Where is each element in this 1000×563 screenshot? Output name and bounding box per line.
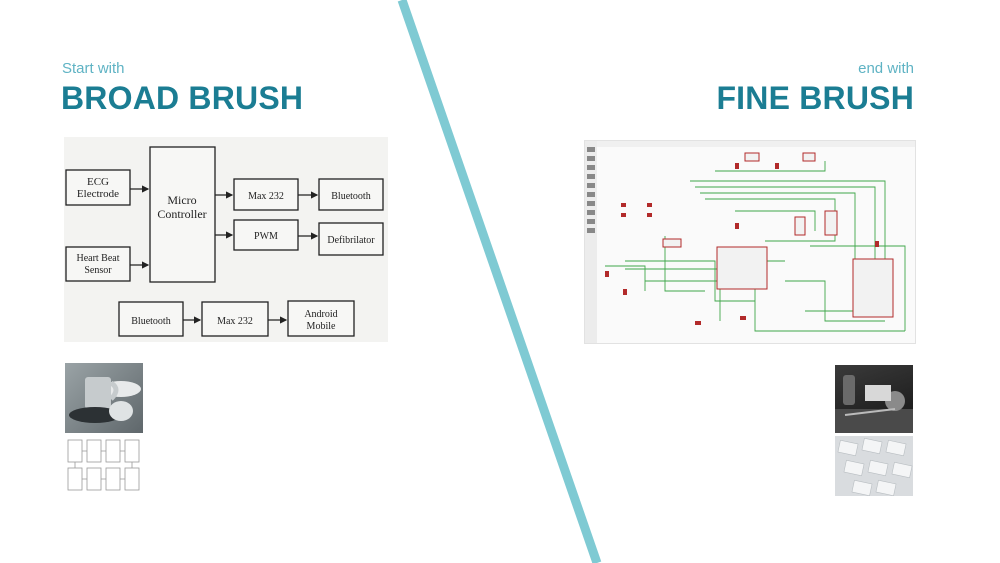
bluetooth-bottom-block — [118, 301, 184, 337]
heart-beat-block — [65, 246, 131, 282]
ecg-block — [65, 169, 131, 206]
headline-right: FINE BRUSH — [716, 80, 914, 116]
pwm-label: PWM — [254, 231, 278, 242]
app-screens-thumbnail — [835, 436, 913, 496]
micro-label-line1: Micro — [167, 193, 196, 207]
pwm-block — [233, 219, 299, 251]
still-life-painting-thumbnail — [835, 365, 913, 433]
heart-label-line1: Heart Beat — [76, 253, 119, 264]
micro-controller-block — [149, 146, 216, 283]
android-block — [287, 300, 355, 337]
ecg-label-line1: ECG — [87, 176, 109, 188]
max232-bottom-block — [201, 301, 269, 337]
bluetooth-top-label: Bluetooth — [331, 191, 370, 202]
micro-label-line2: Controller — [157, 207, 206, 221]
kicker-left: Start with — [62, 60, 125, 77]
headline-left: BROAD BRUSH — [61, 80, 304, 116]
mug-sketch-thumbnail — [65, 363, 143, 433]
schematic-image — [584, 140, 916, 344]
android-label-line1: Android — [304, 309, 337, 320]
wireframe-flow-thumbnail — [65, 436, 143, 496]
android-label-line2: Mobile — [307, 321, 336, 332]
kicker-right: end with — [858, 60, 914, 77]
defibrilator-block — [318, 222, 384, 256]
max232-bottom-label: Max 232 — [217, 316, 253, 327]
ecg-label-line2: Electrode — [77, 188, 119, 200]
bluetooth-bottom-label: Bluetooth — [131, 316, 170, 327]
max232-top-label: Max 232 — [248, 191, 284, 202]
bluetooth-top-block — [318, 178, 384, 211]
heart-label-line2: Sensor — [84, 265, 112, 276]
defibrilator-label: Defibrilator — [327, 235, 375, 246]
block-diagram-image: ECG Electrode Heart Beat Sensor Micro Co… — [64, 137, 388, 342]
